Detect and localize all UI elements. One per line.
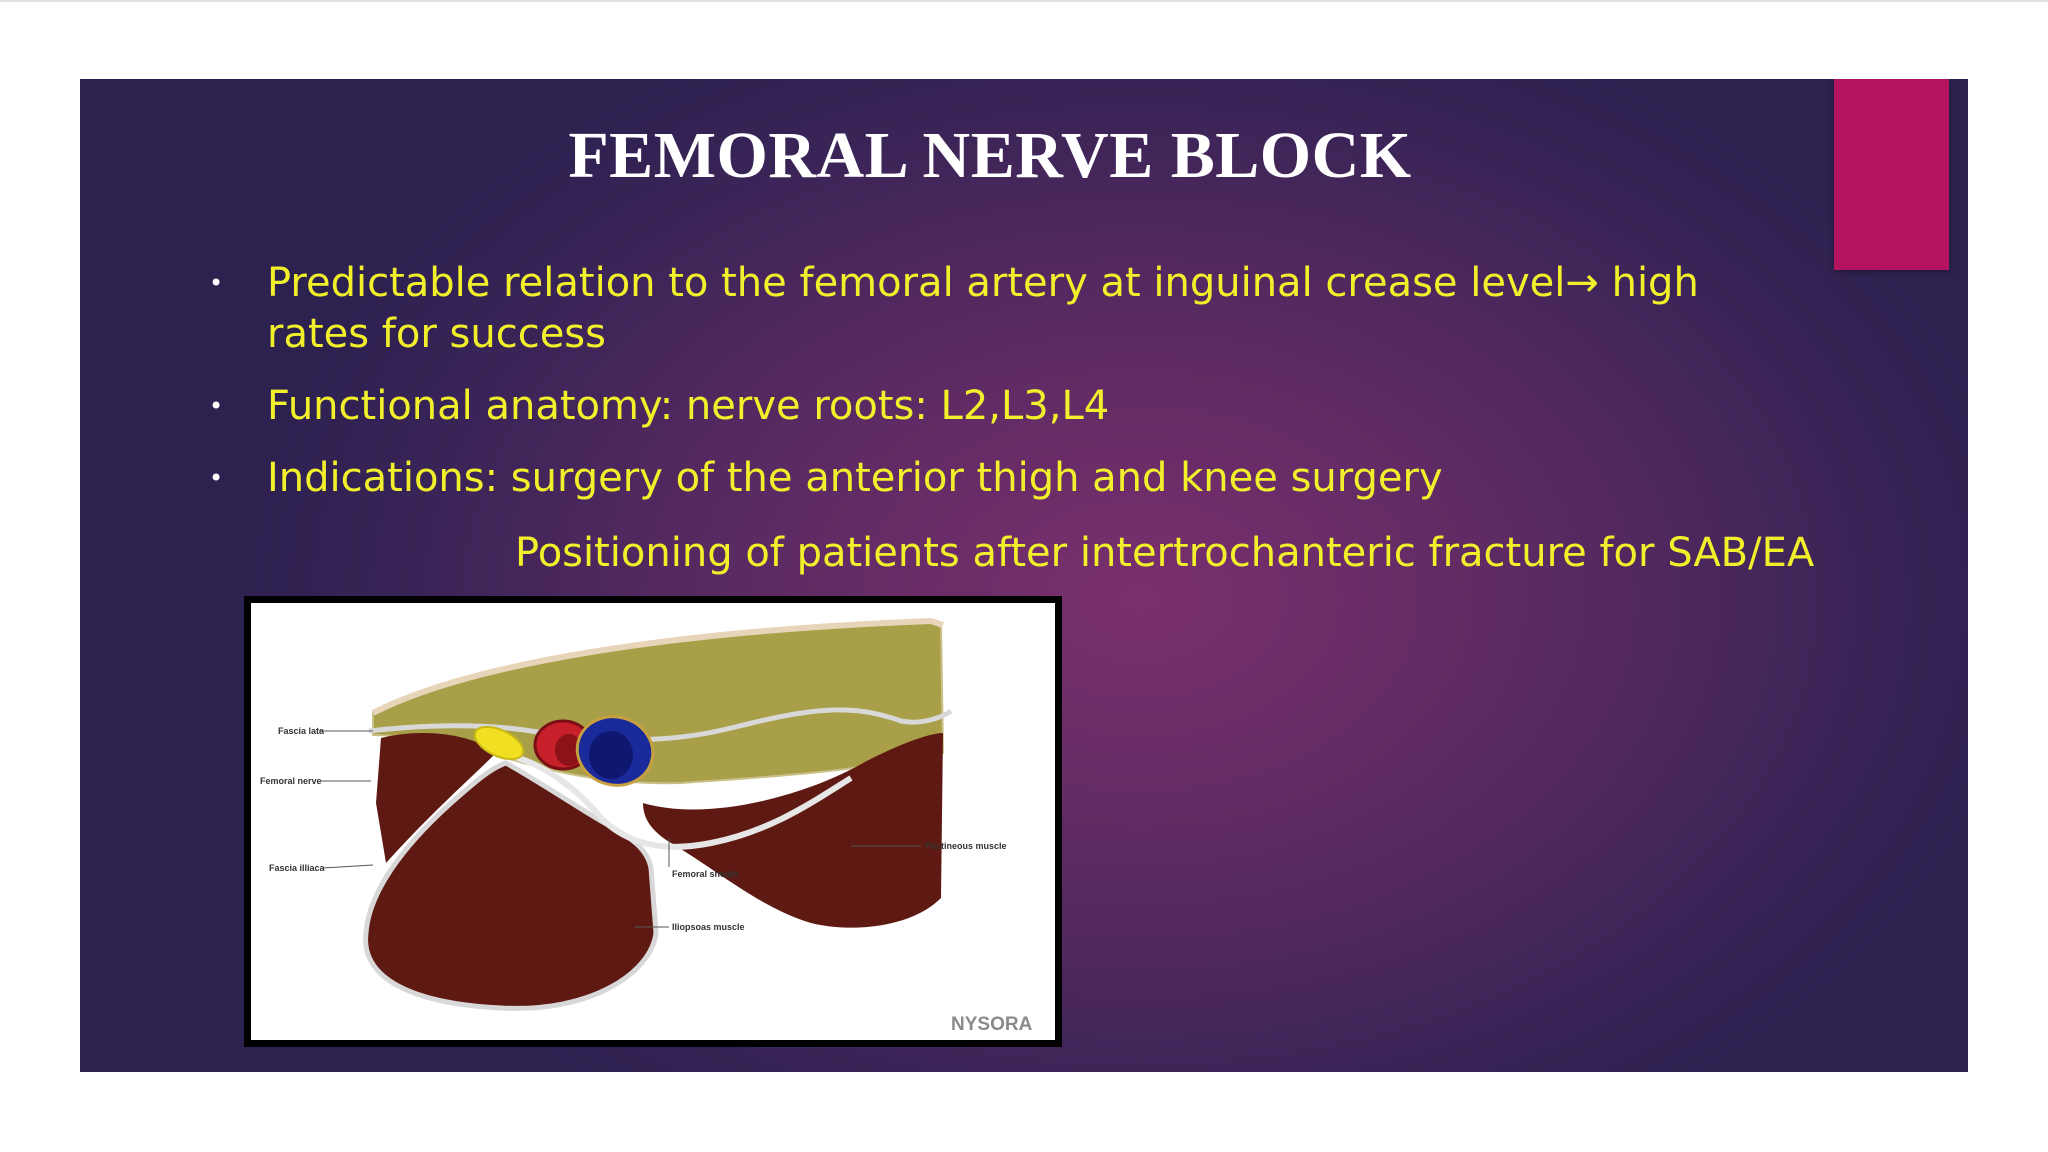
bullet-text: Functional anatomy: nerve roots: L2,L3,L… xyxy=(267,383,1110,429)
femoral-sheath-outline xyxy=(495,750,853,850)
bullet-text: Predictable relation to the femoral arte… xyxy=(267,260,1699,357)
fascia-lata-line xyxy=(368,707,953,743)
accent-bar xyxy=(1834,79,1949,270)
femoral-anatomy-illustration: Fascia lata Femoral nerve Fascia illiaca… xyxy=(260,617,1033,1035)
muscle-left xyxy=(376,733,496,863)
pectineus-muscle-shape xyxy=(643,733,943,928)
slide-title: FEMORAL NERVE BLOCK xyxy=(568,119,1412,192)
indication-continuation: Positioning of patients after intertroch… xyxy=(515,530,1815,576)
vein-lumen xyxy=(589,731,633,779)
label-pectineous-muscle: Pectineous muscle xyxy=(925,841,1007,851)
top-border-line xyxy=(0,0,2048,2)
bullet-item: • Indications: surgery of the anterior t… xyxy=(203,453,1803,504)
bullet-marker: • xyxy=(209,269,224,297)
label-iliopsoas-muscle: Iliopsoas muscle xyxy=(672,922,745,932)
label-fascia-lata: Fascia lata xyxy=(278,726,325,736)
bullet-marker: • xyxy=(209,392,224,420)
nysora-logo: NYSORA xyxy=(951,1014,1033,1035)
bullet-list: • Predictable relation to the femoral ar… xyxy=(203,258,1803,525)
bullet-text: Indications: surgery of the anterior thi… xyxy=(267,455,1443,501)
anatomy-figure: Fascia lata Femoral nerve Fascia illiaca… xyxy=(244,596,1062,1047)
artery-lumen xyxy=(555,734,583,766)
skin-edge xyxy=(371,617,944,716)
bullet-item: • Predictable relation to the femoral ar… xyxy=(203,258,1803,360)
label-femoral-sheath: Femoral sheath xyxy=(672,869,739,879)
bullet-marker: • xyxy=(209,464,224,492)
iliopsoas-muscle-shape xyxy=(363,760,659,1011)
leader-fascia-illiaca xyxy=(322,864,374,869)
bullet-item: • Functional anatomy: nerve roots: L2,L3… xyxy=(203,381,1803,432)
label-fascia-illiaca: Fascia illiaca xyxy=(269,863,326,873)
label-femoral-nerve: Femoral nerve xyxy=(260,776,322,786)
femoral-nerve-shape xyxy=(473,725,525,761)
